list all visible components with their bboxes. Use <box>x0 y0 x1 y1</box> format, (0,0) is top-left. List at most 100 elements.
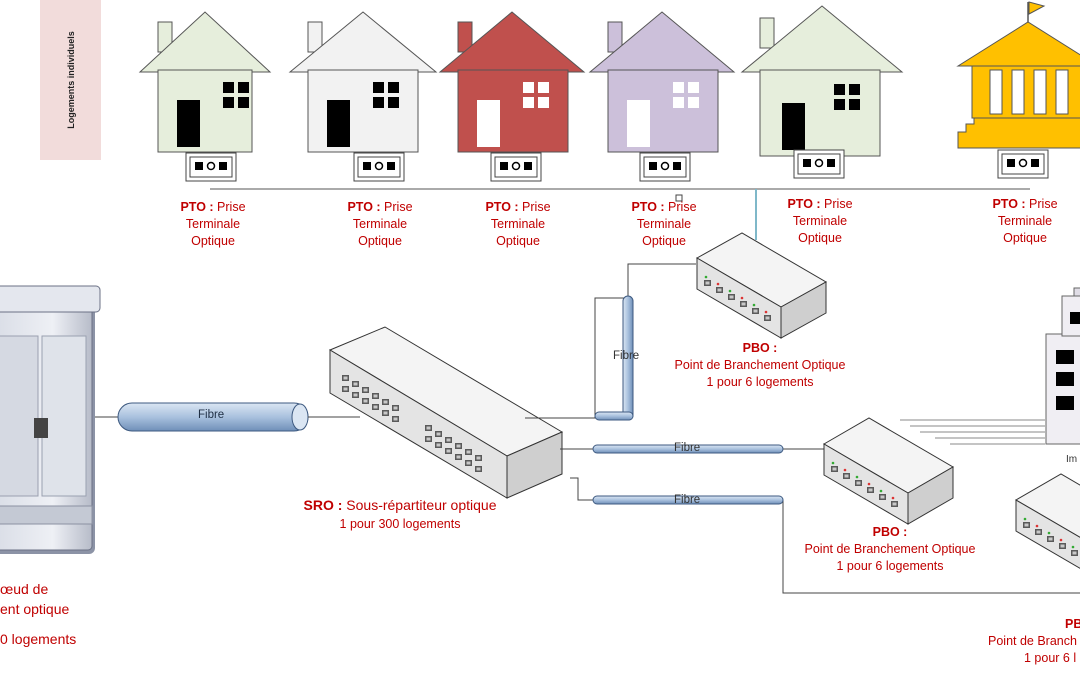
pbo-port <box>1023 522 1030 528</box>
port-led <box>867 482 871 486</box>
pto-abbr: PTO : <box>485 200 519 214</box>
pbo-name: Point de Branchement Optique <box>674 358 846 372</box>
pto-box-5 <box>793 149 845 179</box>
sro-port <box>465 449 472 455</box>
pto-box-1 <box>185 152 237 182</box>
sro-port <box>425 425 432 431</box>
house-3 <box>438 11 586 153</box>
pto-line3: Optique <box>642 234 686 248</box>
pbo-label-middle: PBO : Point de Branchement Optique 1 pou… <box>780 524 1000 575</box>
pto-abbr: PTO : <box>347 200 381 214</box>
sro-port <box>392 416 399 422</box>
sro-port <box>455 454 462 460</box>
pto-abbr: PTO : <box>787 197 821 211</box>
sro-port <box>372 404 379 410</box>
port-led <box>1059 538 1063 542</box>
sro-port <box>465 460 472 466</box>
pbo-top <box>695 232 828 339</box>
fibre-tube-low <box>592 495 784 505</box>
pbo-ratio-cut: 1 pour 6 l <box>1024 651 1077 665</box>
sro-port <box>382 399 389 405</box>
port-led <box>891 496 895 500</box>
pto-line2: Terminale <box>352 217 408 231</box>
pbo-port <box>740 301 747 307</box>
pbo-abbr-cut: PB <box>1065 617 1080 631</box>
port-led <box>1071 545 1075 549</box>
pto-line2: Terminale <box>997 214 1053 228</box>
sro-ratio: 1 pour 300 logements <box>339 517 461 531</box>
sro-port <box>445 448 452 454</box>
pbo-port <box>867 487 874 493</box>
sro-name: Sous-répartiteur optique <box>346 497 497 513</box>
fibre-tube-mid <box>592 444 784 454</box>
sro-port <box>475 466 482 472</box>
port-led <box>716 282 720 286</box>
nro-label: œud de ent optique 0 logements <box>0 579 76 649</box>
port-led <box>843 468 847 472</box>
pbo-right <box>1015 473 1080 569</box>
house-4 <box>588 11 736 153</box>
pto-line1: Prise <box>1029 197 1058 211</box>
pto-line1: Prise <box>668 200 697 214</box>
pto-box-2 <box>353 152 405 182</box>
pbo-label-right: PB Point de Branch 1 pour 6 l <box>988 616 1080 667</box>
pbo-building-lines <box>900 419 1045 445</box>
pto-line3: Optique <box>1003 231 1047 245</box>
pbo-port <box>1035 529 1042 535</box>
pto-box-6 <box>997 149 1049 179</box>
pbo-name-cut: Point de Branch <box>988 634 1077 648</box>
pto-line2: Terminale <box>490 217 546 231</box>
sro-port <box>362 387 369 393</box>
pbo-name: Point de Branchement Optique <box>804 542 976 556</box>
port-led <box>1023 517 1027 521</box>
sro-port <box>425 436 432 442</box>
fibre-label-vertical: Fibre <box>613 350 640 362</box>
house-1 <box>138 11 272 153</box>
pto-label-1: PTO : Prise Terminale Optique <box>153 199 273 250</box>
port-led <box>1047 531 1051 535</box>
side-label-logements-individuels: Logements individuels <box>40 0 101 160</box>
port-led <box>752 303 756 307</box>
sro-port <box>475 455 482 461</box>
pto-abbr: PTO : <box>180 200 214 214</box>
pto-label-5: PTO : Prise Terminale Optique <box>760 196 880 247</box>
sro-port <box>445 437 452 443</box>
port-led <box>704 275 708 279</box>
sro-port <box>352 381 359 387</box>
bus-handle <box>675 194 683 202</box>
pto-label-4: PTO : Prise Terminale Optique <box>604 199 724 250</box>
sro-port <box>455 443 462 449</box>
pbo-middle <box>823 417 954 525</box>
sro-port <box>392 405 399 411</box>
pbo-port <box>752 308 759 314</box>
port-led <box>831 461 835 465</box>
pto-box-3 <box>490 152 542 182</box>
pto-box-4 <box>639 152 691 182</box>
sro-port <box>362 398 369 404</box>
fibre-tube-vertical <box>594 295 634 421</box>
pbo-port <box>1047 536 1054 542</box>
sro-port <box>382 410 389 416</box>
pto-line1: Prise <box>217 200 246 214</box>
pto-line1: Prise <box>522 200 551 214</box>
nro-line2: ent optique <box>0 601 70 617</box>
pbo-port <box>1071 550 1078 556</box>
sro-port <box>342 386 349 392</box>
port-led <box>879 489 883 493</box>
apartment-building <box>1045 287 1080 445</box>
pto-line1: Prise <box>824 197 853 211</box>
port-led <box>728 289 732 293</box>
pto-label-3: PTO : Prise Terminale Optique <box>458 199 578 250</box>
sro-abbr: SRO : <box>303 497 343 513</box>
public-building <box>956 1 1080 149</box>
sro-switch <box>328 326 564 499</box>
sro-port <box>435 431 442 437</box>
fibre-label-low: Fibre <box>674 494 701 506</box>
pto-abbr: PTO : <box>992 197 1026 211</box>
pto-line3: Optique <box>191 234 235 248</box>
sro-port <box>372 393 379 399</box>
port-led <box>855 475 859 479</box>
pbo-abbr: PBO : <box>872 525 908 539</box>
sro-port <box>352 392 359 398</box>
